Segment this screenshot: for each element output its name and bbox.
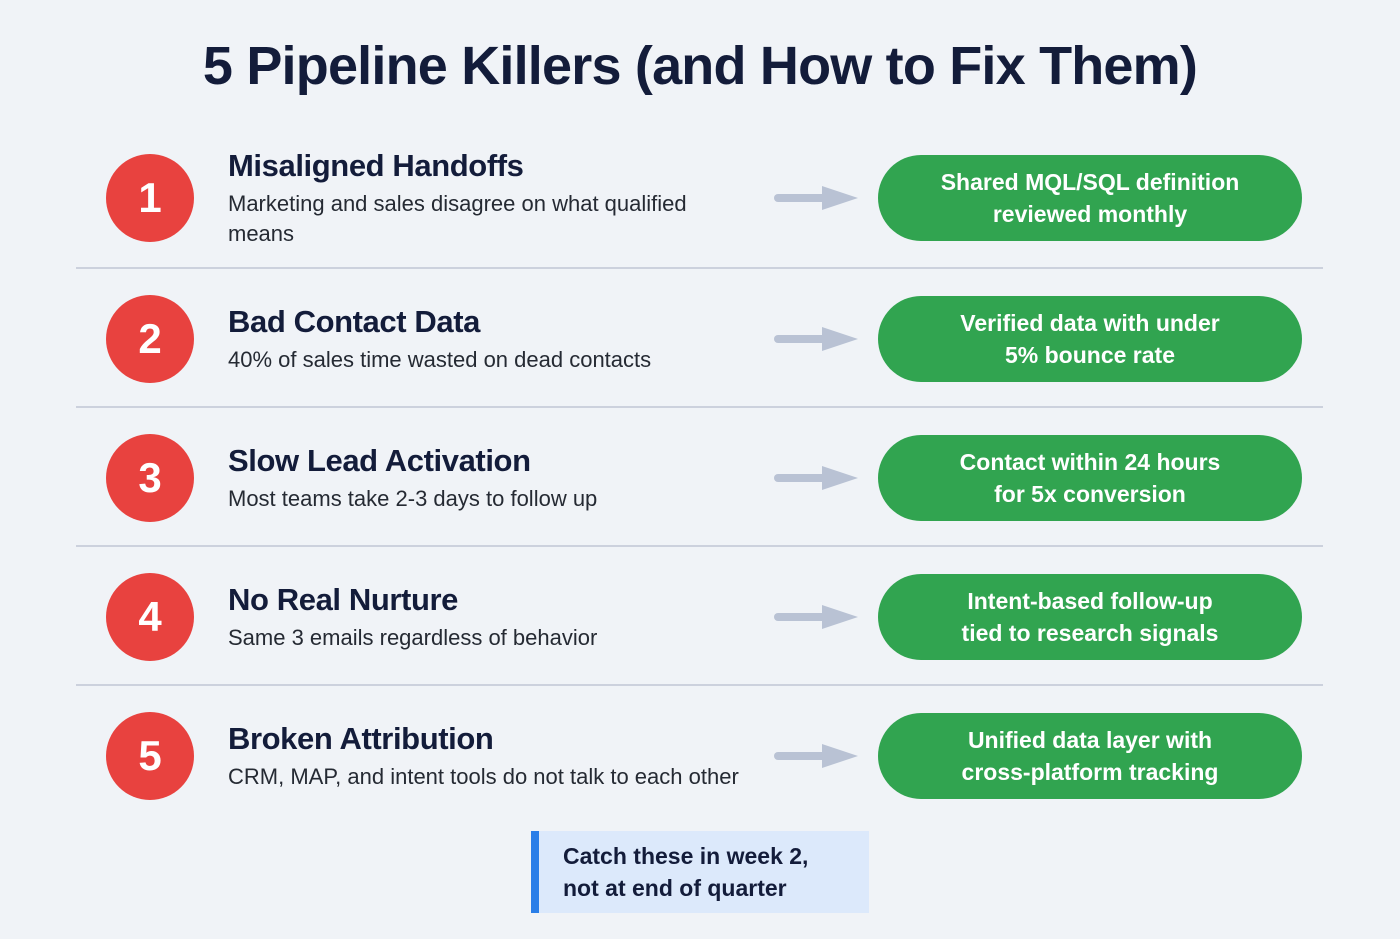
arrow-right-icon [774, 743, 858, 769]
fix-pill: Verified data with under 5% bounce rate [878, 295, 1302, 382]
callout-line-2: not at end of quarter [563, 875, 787, 901]
row-number-badge: 5 [106, 711, 194, 800]
problem-description: Most teams take 2-3 days to follow up [228, 485, 598, 511]
problem-description: Same 3 emails regardless of behavior [228, 624, 598, 650]
killer-row: 5 Broken Attribution CRM, MAP, and inten… [76, 684, 1323, 823]
footer-callout: Catch these in week 2, not at end of qua… [531, 831, 869, 913]
row-number-badge: 3 [106, 433, 194, 522]
fix-line-2: 5% bounce rate [1005, 341, 1175, 368]
killer-row: 3 Slow Lead Activation Most teams take 2… [76, 406, 1323, 545]
killer-row: 2 Bad Contact Data 40% of sales time was… [76, 267, 1323, 406]
problem-title: Misaligned Handoffs [228, 147, 524, 183]
fix-pill: Contact within 24 hours for 5x conversio… [878, 434, 1302, 521]
fix-line-2: tied to research signals [961, 619, 1219, 646]
fix-line-2: reviewed monthly [992, 200, 1188, 227]
page-title: 5 Pipeline Killers (and How to Fix Them) [202, 36, 1198, 96]
killer-rows-list: 1 Misaligned Handoffs Marketing and sale… [0, 128, 1400, 823]
problem-text-block: Slow Lead Activation Most teams take 2-3… [228, 442, 748, 514]
fix-line-1: Verified data with under [960, 309, 1220, 336]
problem-description: CRM, MAP, and intent tools do not talk t… [228, 763, 739, 789]
fix-pill: Unified data layer with cross-platform t… [878, 712, 1302, 799]
row-number-badge: 1 [106, 153, 194, 242]
row-number-badge: 4 [106, 572, 194, 661]
problem-title: Slow Lead Activation [228, 442, 531, 478]
fix-line-1: Unified data layer with [967, 726, 1213, 753]
killer-row: 4 No Real Nurture Same 3 emails regardle… [76, 545, 1323, 684]
fix-line-2: cross-platform tracking [961, 758, 1219, 785]
problem-title: Bad Contact Data [228, 303, 480, 339]
fix-pill: Shared MQL/SQL definition reviewed month… [878, 154, 1302, 241]
problem-description: Marketing and sales disagree on what qua… [228, 190, 687, 246]
problem-text-block: Broken Attribution CRM, MAP, and intent … [228, 720, 748, 792]
arrow-right-icon [774, 326, 858, 352]
fix-line-1: Contact within 24 hours [959, 448, 1221, 475]
callout-line-1: Catch these in week 2, [563, 843, 809, 869]
fix-line-1: Intent-based follow-up [967, 587, 1213, 614]
arrow-right-icon [774, 185, 858, 211]
callout-text: Catch these in week 2, not at end of qua… [563, 840, 808, 904]
fix-line-1: Shared MQL/SQL definition [940, 168, 1240, 195]
problem-text-block: Misaligned Handoffs Marketing and sales … [228, 147, 748, 249]
problem-title: No Real Nurture [228, 581, 458, 617]
arrow-right-icon [774, 465, 858, 491]
row-number-badge: 2 [106, 294, 194, 383]
problem-description: 40% of sales time wasted on dead contact… [228, 346, 652, 372]
fix-pill: Intent-based follow-up tied to research … [878, 573, 1302, 660]
problem-text-block: No Real Nurture Same 3 emails regardless… [228, 581, 748, 653]
killer-row: 1 Misaligned Handoffs Marketing and sale… [0, 128, 1400, 267]
fix-line-2: for 5x conversion [994, 480, 1186, 507]
problem-text-block: Bad Contact Data 40% of sales time waste… [228, 303, 748, 375]
arrow-right-icon [774, 604, 858, 630]
problem-title: Broken Attribution [228, 720, 494, 756]
